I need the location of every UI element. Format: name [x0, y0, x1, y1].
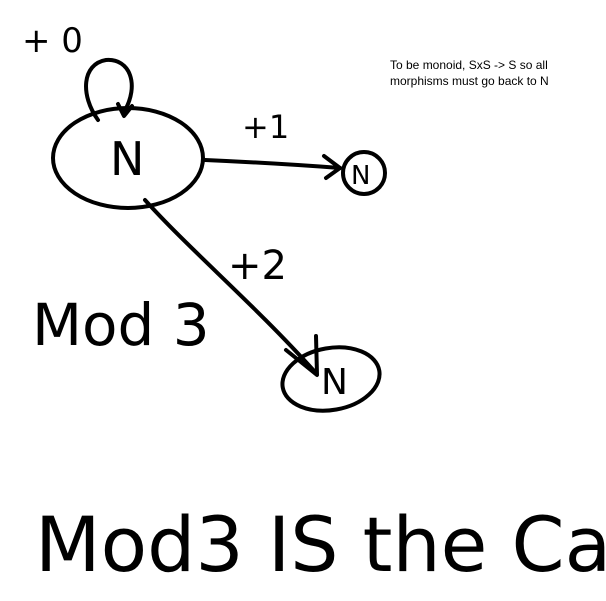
right-node-circle — [341, 150, 387, 196]
self-loop-label: + 0 — [22, 21, 83, 61]
plus-one-arrowhead — [322, 154, 342, 180]
plus-one-label: +1 — [242, 108, 289, 146]
bottom-title: Mod3 IS the Cat — [35, 500, 606, 589]
plus-two-label: +2 — [228, 243, 287, 289]
monoid-note: To be monoid, SxS -> S so all morphisms … — [390, 58, 549, 88]
right-node-label: N — [351, 161, 370, 191]
main-node-ellipse — [51, 106, 205, 210]
mod3-label: Mod 3 — [32, 291, 210, 359]
bottom-node-label: N — [321, 362, 348, 403]
plus-two-edge — [143, 198, 317, 374]
self-loop-edge — [84, 57, 134, 122]
main-node-label: N — [110, 132, 144, 186]
bottom-node-ellipse — [280, 345, 382, 413]
plus-one-edge — [203, 158, 342, 170]
